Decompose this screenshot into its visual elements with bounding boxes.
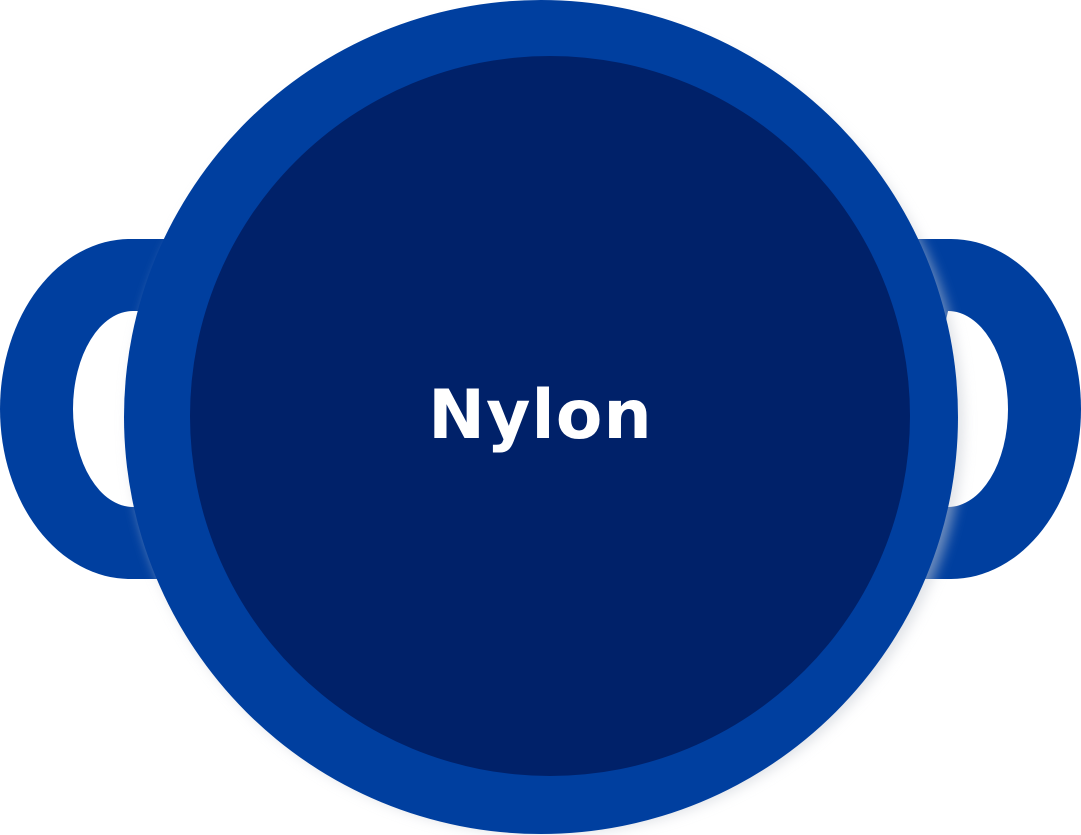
pot-body xyxy=(190,56,910,776)
